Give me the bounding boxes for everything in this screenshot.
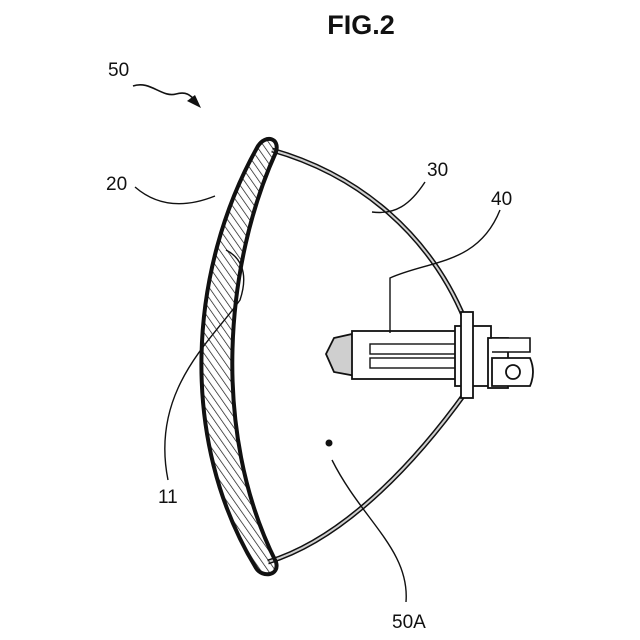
terminal-hole [506,365,520,379]
figure-title: FIG.2 [327,10,395,40]
bulb-flange-inner [461,312,473,398]
filament-rod-upper [370,344,456,354]
focal-point-dot [326,440,333,447]
bulb-envelope [352,331,458,379]
label-focal-region: 50A [392,612,426,633]
label-bulb: 40 [491,189,512,210]
lens-leader [135,187,215,204]
focal-region-leader [332,460,406,602]
lens-body [201,139,276,574]
assembly-arrowhead [187,95,201,108]
bulb-pin [492,338,530,352]
assembly-leader-arrow [133,85,196,101]
filament-rod-lower [370,358,456,368]
label-inner-surface: 11 [158,487,178,508]
label-assembly: 50 [108,60,129,81]
bulb-assembly [326,312,533,398]
label-reflector: 30 [427,160,448,181]
label-lens: 20 [106,174,127,195]
